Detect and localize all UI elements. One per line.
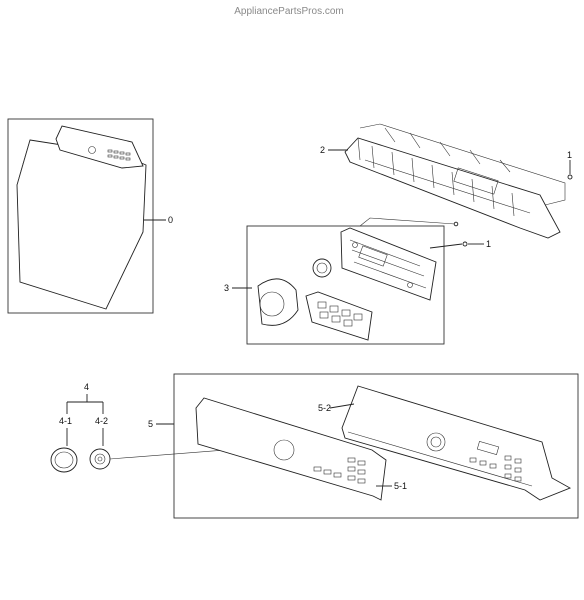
washer-lid-edge — [16, 139, 31, 186]
panel-group: 5 5-1 — [148, 373, 579, 519]
callout-4: 4 — [84, 382, 89, 392]
top-panel-back — [359, 123, 566, 206]
washer-control-panel — [55, 125, 144, 169]
pcb-box — [246, 225, 445, 345]
leader-1-pcb-a — [429, 243, 463, 249]
callout-1-top: 1 — [567, 150, 572, 160]
callout-4-1: 4-1 — [59, 416, 72, 426]
washer-buttons — [107, 149, 131, 161]
pcb-encoder — [312, 258, 332, 278]
callout-5: 5 — [148, 419, 153, 429]
overlay-buttons — [313, 457, 366, 484]
pcb-board — [340, 227, 437, 301]
watermark: AppliancePartsPros.com — [234, 6, 344, 17]
panel-frame-dial — [426, 432, 446, 452]
washer-dial — [88, 146, 96, 154]
pcb-wire — [359, 217, 456, 227]
top-panel-ribs — [384, 127, 511, 173]
knob-group: 4 4-1 4-2 — [50, 382, 277, 473]
pcb-module-buttons — [317, 301, 363, 327]
callout-3: 3 — [224, 283, 229, 293]
callout-0: 0 — [168, 215, 173, 225]
leader-5-2 — [329, 403, 355, 409]
callout-5-2: 5-2 — [318, 403, 331, 413]
screw-top — [567, 174, 573, 180]
screw-pcb-small — [453, 221, 459, 227]
pcb-housing — [257, 278, 299, 326]
callout-1-pcb: 1 — [486, 239, 491, 249]
knob-cap — [50, 447, 78, 473]
top-panel-rail — [364, 159, 531, 214]
washer-group: 0 — [7, 118, 173, 314]
pcb-group: 1 3 — [224, 217, 491, 345]
panel-box — [173, 373, 579, 519]
top-panel-grid — [357, 137, 515, 217]
pcb-housing-ring — [259, 291, 285, 317]
panel-frame-display — [476, 441, 500, 455]
pcb-traces — [349, 239, 427, 289]
callout-5-1: 5-1 — [394, 481, 407, 491]
top-panel-window — [453, 167, 499, 195]
top-panel-group: 2 1 — [320, 123, 573, 239]
washer-box — [7, 118, 154, 314]
panel-frame-rail — [347, 431, 533, 487]
screw-pcb — [462, 241, 468, 247]
panel-overlay — [195, 397, 387, 501]
panel-frame — [341, 385, 572, 501]
callout-2: 2 — [320, 145, 325, 155]
pcb-display — [358, 245, 388, 267]
knob-body — [89, 448, 111, 470]
callout-4-2: 4-2 — [95, 416, 108, 426]
panel-frame-buttons — [469, 455, 522, 482]
leader-4 — [66, 394, 104, 414]
overlay-knob-hole — [273, 439, 295, 461]
